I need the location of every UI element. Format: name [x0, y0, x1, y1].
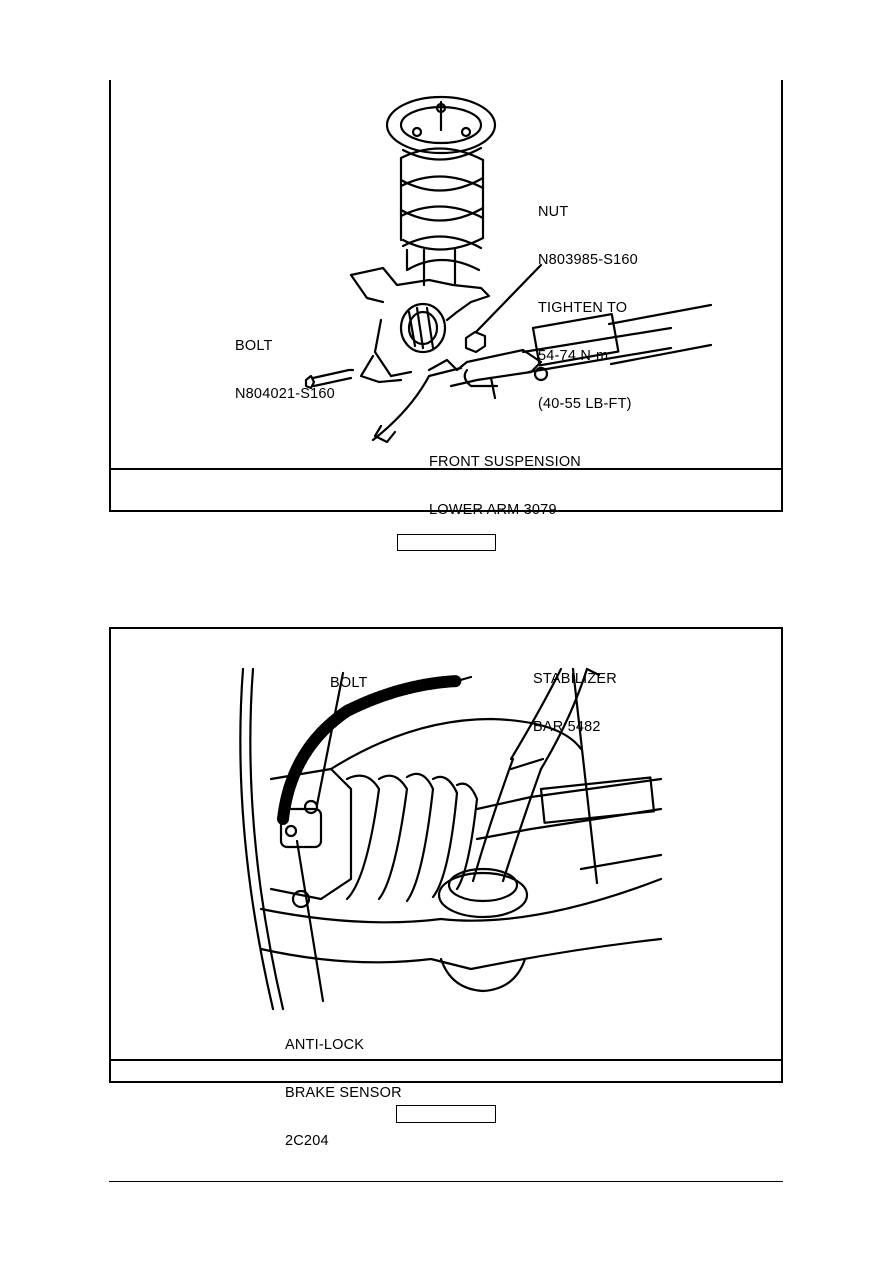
nut-callout: NUT N803985-S160 TIGHTEN TO 54-74 N·m (4…	[538, 172, 638, 444]
stabilizer-callout-line-1: STABILIZER	[533, 671, 617, 687]
figure-1-frame: NUT N803985-S160 TIGHTEN TO 54-74 N·m (4…	[109, 80, 783, 518]
lower-arm-callout: FRONT SUSPENSION LOWER ARM 3079	[429, 422, 581, 550]
footer-rule	[109, 1181, 783, 1182]
nut-callout-line-1: NUT	[538, 204, 569, 220]
sensor-callout-line-2: BRAKE SENSOR	[285, 1085, 402, 1101]
stabilizer-callout-line-2: BAR 5482	[533, 719, 601, 735]
figure-2-label-box	[396, 1105, 496, 1123]
bolt-callout-2: BOLT	[330, 643, 368, 723]
bolt-callout-line-2: N804021-S160	[235, 386, 335, 402]
lower-arm-callout-line-1: FRONT SUSPENSION	[429, 454, 581, 470]
nut-callout-line-3: TIGHTEN TO	[538, 300, 628, 316]
sensor-callout-line-3: 2C204	[285, 1133, 329, 1149]
bolt-callout-line-1: BOLT	[235, 338, 273, 354]
figure-2-caption-bar	[111, 1059, 781, 1085]
figure-1-caption-bar	[111, 468, 781, 512]
strut-spring-illustration	[304, 95, 713, 444]
bolt-callout-2-line-1: BOLT	[330, 675, 368, 691]
figure-1-label-box	[397, 534, 496, 551]
nut-callout-line-5: (40-55 LB-FT)	[538, 396, 632, 412]
sensor-callout: ANTI-LOCK BRAKE SENSOR 2C204	[285, 1005, 402, 1181]
lower-arm-callout-line-2: LOWER ARM 3079	[429, 502, 557, 518]
nut-callout-line-2: N803985-S160	[538, 252, 638, 268]
figure-2-frame: BOLT STABILIZER BAR 5482 ANTI-LOCK BRAKE…	[109, 627, 783, 1149]
nut-callout-line-4: 54-74 N·m	[538, 348, 609, 364]
bolt-callout: BOLT N804021-S160	[235, 306, 335, 434]
stabilizer-callout: STABILIZER BAR 5482	[533, 639, 617, 767]
abs-sensor-illustration	[239, 667, 663, 1011]
sensor-callout-line-1: ANTI-LOCK	[285, 1037, 365, 1053]
